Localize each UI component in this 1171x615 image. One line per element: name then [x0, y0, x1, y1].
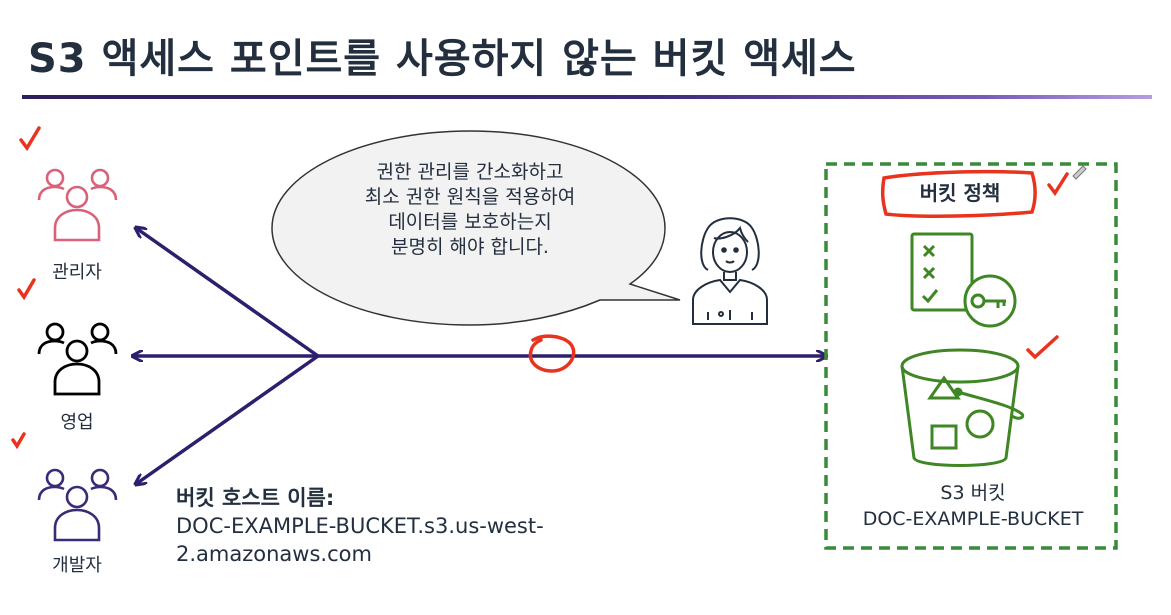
bucket-panel-border [824, 162, 1118, 550]
speech-line: 최소 권한 원칙을 적용하여 [364, 186, 576, 208]
speech-bubble-text: 권한 관리를 간소화하고 최소 권한 원칙을 적용하여 데이터를 보호하는지 분… [300, 160, 640, 260]
speech-bubble [271, 130, 681, 326]
speech-line: 권한 관리를 간소화하고 [376, 161, 564, 183]
users-group-icon [37, 168, 118, 242]
speech-line: 분명히 해야 합니다. [391, 236, 549, 258]
key-icon [963, 274, 1017, 328]
bucket-name: DOC-EXAMPLE-BUCKET [862, 508, 1084, 530]
hostname-value-line1: DOC-EXAMPLE-BUCKET.s3.us-west- [176, 514, 544, 538]
hostname-value-line2: 2.amazonaws.com [176, 542, 372, 566]
users-group-icon [37, 468, 118, 542]
policy-document-icon [910, 232, 974, 312]
speech-line: 데이터를 보호하는지 [388, 211, 552, 233]
bucket-title: S3 버킷 [940, 482, 1006, 504]
role-label-sales: 영업 [60, 412, 94, 433]
circle-annotation [528, 334, 576, 373]
arrow-to-developer [136, 354, 320, 484]
users-group-icon [37, 322, 118, 396]
checkmark-icon [17, 278, 36, 301]
title-divider [22, 95, 1152, 99]
woman-user-icon [692, 217, 768, 325]
s3-bucket-icon [900, 348, 1025, 467]
checkmark-icon [19, 126, 41, 152]
policy-highlight-box [880, 169, 1037, 218]
bucket-policy-label: 버킷 정책 [919, 181, 1001, 205]
pen-cursor-icon [1072, 165, 1087, 180]
arrow-to-admin [136, 228, 320, 358]
checkmark-icon [1047, 172, 1069, 197]
bucket-caption: S3 버킷 DOC-EXAMPLE-BUCKET [828, 480, 1118, 532]
bucket-hostname: 버킷 호스트 이름: DOC-EXAMPLE-BUCKET.s3.us-west… [176, 484, 544, 568]
slide-title: S3 액세스 포인트를 사용하지 않는 버킷 액세스 [28, 36, 857, 82]
checkmark-icon [11, 432, 26, 450]
role-label-developer: 개발자 [52, 555, 102, 576]
annotation-marks [11, 126, 1069, 450]
role-label-admin: 관리자 [52, 262, 102, 283]
hostname-heading: 버킷 호스트 이름: [176, 486, 335, 510]
checkmark-icon [1026, 335, 1059, 360]
